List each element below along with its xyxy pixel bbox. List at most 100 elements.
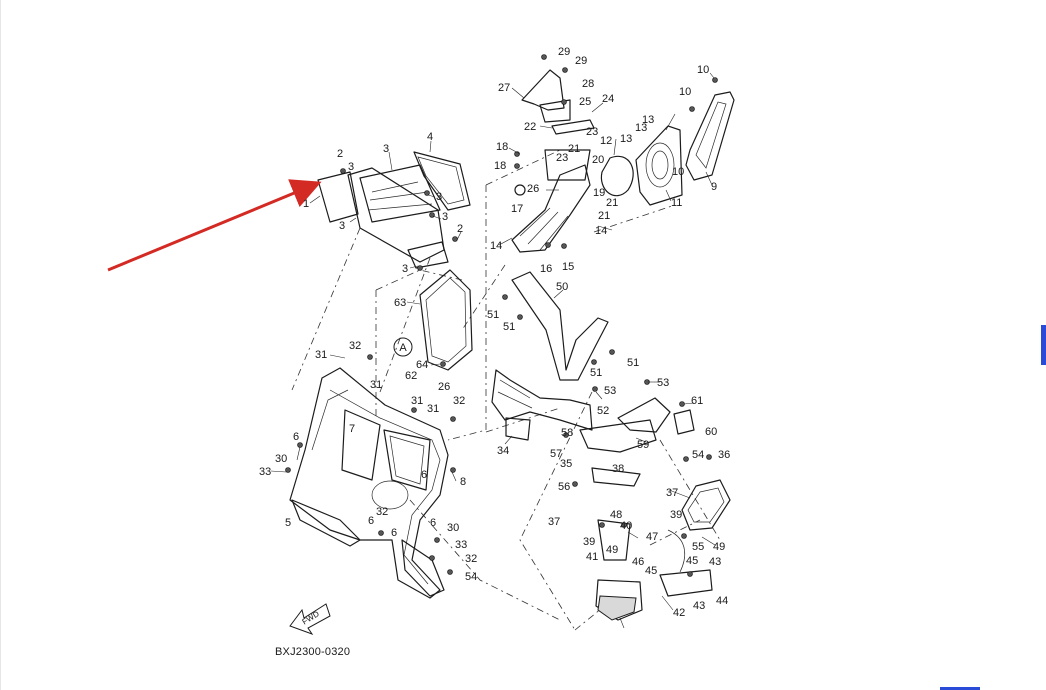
callout: 2 (457, 223, 463, 235)
callout: 33 (259, 466, 271, 478)
diagram-code: BXJ2300-0320 (275, 646, 351, 658)
scroll-indicator[interactable] (1041, 325, 1046, 365)
part-mid-panels (419, 269, 609, 381)
callout: 55 (692, 541, 704, 553)
red-pointer-arrow (107, 179, 322, 272)
callout: 56 (558, 481, 570, 493)
callout: 40 (620, 520, 632, 532)
callout: 10 (672, 166, 684, 178)
callout: 3 (348, 161, 354, 173)
callout: 38 (612, 463, 624, 475)
callout: 51 (487, 309, 499, 321)
part-upper-right-assembly (635, 91, 735, 206)
callout: 58 (561, 427, 573, 439)
callout: 20 (592, 154, 604, 166)
callout: 37 (666, 487, 678, 499)
callout: 22 (524, 121, 536, 133)
callout: 60 (705, 426, 717, 438)
callout: 49 (606, 544, 618, 556)
callout: 31 (411, 395, 423, 407)
callout: 54 (465, 571, 477, 583)
callout: 3 (402, 263, 408, 275)
callout: 4 (427, 131, 433, 143)
callout: 12 (600, 135, 612, 147)
callout: 3 (339, 220, 345, 232)
callout: 3 (383, 143, 389, 155)
callout: 26 (438, 381, 450, 393)
callout: 1 (303, 198, 309, 210)
callout: 32 (453, 395, 465, 407)
callout: 26 (527, 183, 539, 195)
callout: 18 (496, 141, 508, 153)
callout: 35 (560, 458, 572, 470)
callout: 32 (465, 553, 477, 565)
callout: 45 (645, 565, 657, 577)
callout: 50 (556, 281, 568, 293)
callout: 57 (550, 448, 562, 460)
callout: 29 (575, 55, 587, 67)
callout: 30 (275, 453, 287, 465)
callout: 6 (421, 469, 427, 481)
callout: 33 (455, 539, 467, 551)
callout: 31 (370, 379, 382, 391)
callout: 6 (391, 527, 397, 539)
callout: 16 (540, 263, 552, 275)
callout: 49 (713, 541, 725, 553)
callout: 24 (602, 93, 614, 105)
callout: 19 (593, 187, 605, 199)
callout: 10 (697, 64, 709, 76)
callout: 21 (568, 143, 580, 155)
callout: 51 (590, 367, 602, 379)
callout: 47 (646, 531, 658, 543)
callout: 39 (670, 509, 682, 521)
callout: 6 (430, 517, 436, 529)
part-left-frame (289, 367, 449, 599)
callout: 27 (498, 82, 510, 94)
callout: 7 (349, 423, 355, 435)
callout: 32 (376, 506, 388, 518)
callout: 23 (586, 126, 598, 138)
part-lower-center (491, 369, 731, 621)
callout: 53 (657, 377, 669, 389)
fwd-arrow-icon: FWD (289, 603, 331, 635)
callout: 44 (716, 595, 728, 607)
callout: 13 (635, 122, 647, 134)
callout: 51 (627, 357, 639, 369)
page-edge (0, 0, 1, 690)
callout: 17 (511, 203, 523, 215)
callout: 6 (293, 431, 299, 443)
callout: 31 (427, 403, 439, 415)
callout: 52 (597, 405, 609, 417)
callout: 41 (586, 551, 598, 563)
callout-labels: 1 2 3 3 4 3 3 3 2 3 29 29 27 28 25 24 22… (259, 46, 730, 619)
callout: 43 (693, 600, 705, 612)
callout: 28 (582, 78, 594, 90)
fasteners (285, 54, 718, 577)
callout: 5 (285, 517, 291, 529)
page-indicator (940, 687, 980, 690)
callout: 9 (711, 181, 717, 193)
callout: 21 (598, 210, 610, 222)
callout: 8 (460, 476, 466, 488)
circle-reference-label: A (399, 342, 407, 354)
leader-lines (270, 72, 716, 629)
callout: 42 (673, 607, 685, 619)
part-upper-center-assembly (511, 69, 634, 253)
callout: 31 (315, 349, 327, 361)
callout: 18 (494, 160, 506, 172)
part-upper-inner-panel (317, 151, 471, 269)
callout: 3 (436, 191, 442, 203)
callout: 30 (447, 522, 459, 534)
callout: 36 (718, 449, 730, 461)
callout: 10 (679, 86, 691, 98)
callout: 64 (416, 359, 428, 371)
callout: 21 (606, 197, 618, 209)
callout: 39 (583, 536, 595, 548)
callout: 14 (595, 225, 607, 237)
callout: 45 (686, 555, 698, 567)
callout: 2 (337, 148, 343, 160)
callout: 23 (556, 152, 568, 164)
callout: 3 (442, 211, 448, 223)
callout: 59 (637, 439, 649, 451)
